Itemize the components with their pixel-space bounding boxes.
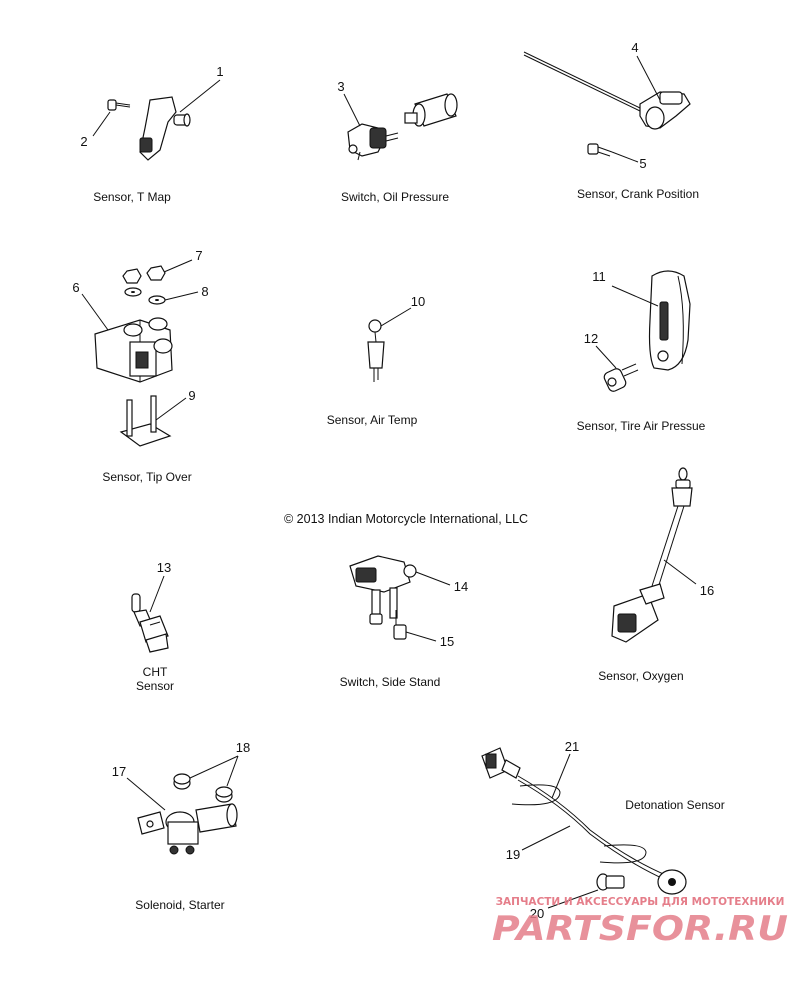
caption-tip-over: Sensor, Tip Over: [102, 470, 191, 484]
callout-14: 14: [454, 579, 468, 594]
caption-oxygen: Sensor, Oxygen: [598, 669, 683, 683]
tire-air-group: 11 12 Sensor, Tire Air Pressue: [577, 269, 706, 433]
caption-cht-line1: CHT: [143, 665, 168, 679]
starter-solenoid-part: [137, 803, 238, 855]
cht-sensor-group: 13 CHT Sensor: [131, 560, 174, 693]
callout-leader-8: [164, 291, 199, 301]
caption-t-map: Sensor, T Map: [93, 190, 171, 204]
callout-13: 13: [157, 560, 171, 575]
callout-leader-2: [92, 111, 111, 137]
callout-leader-3: [343, 93, 361, 127]
t-map-sensor-group: 1 2 Sensor, T Map: [80, 64, 223, 204]
callout-4: 4: [631, 40, 638, 55]
tip-over-group: 6 7 8 9 Sensor, Tip Over: [72, 248, 208, 484]
callout-leader-4: [636, 55, 661, 101]
callout-leader-16: [663, 559, 697, 585]
callout-5: 5: [639, 156, 646, 171]
callout-10: 10: [411, 294, 425, 309]
callout-19: 19: [506, 847, 520, 862]
callout-7: 7: [195, 248, 202, 263]
callout-leader-18a: [189, 755, 239, 779]
callout-16: 16: [700, 583, 714, 598]
callout-leader-12: [595, 345, 617, 369]
callout-leader-14: [415, 571, 451, 586]
side-stand-switch-part: [349, 555, 417, 619]
callout-3: 3: [337, 79, 344, 94]
t-map-screw-part: [107, 99, 131, 111]
callout-21: 21: [565, 739, 579, 754]
detonation-clip-part: [511, 784, 647, 864]
callout-1: 1: [216, 64, 223, 79]
callout-leader-15: [405, 631, 437, 642]
callout-leader-5: [611, 151, 639, 163]
callout-6: 6: [72, 280, 79, 295]
tire-air-sensor-part: [648, 270, 691, 371]
tire-air-valve-part: [603, 363, 639, 392]
t-map-sensor-part: [139, 96, 191, 161]
callout-9: 9: [188, 388, 195, 403]
detonation-sensor-part: [481, 747, 687, 895]
callout-leader-7: [163, 259, 193, 273]
callout-leader-21: [551, 753, 571, 799]
starter-solenoid-group: 17 18 Solenoid, Starter: [112, 740, 250, 912]
side-stand-bolt-part: [369, 610, 407, 640]
oil-pressure-switch-part: [347, 123, 399, 161]
callout-leader-10: [380, 307, 412, 327]
callout-leader-13: [149, 575, 165, 613]
caption-air-temp: Sensor, Air Temp: [327, 413, 418, 427]
callout-18: 18: [236, 740, 250, 755]
oil-pressure-switch-group: 3 Switch, Oil Pressure: [337, 79, 458, 204]
callout-8: 8: [201, 284, 208, 299]
watermark-brand: PARTSFOR.RU: [492, 909, 788, 949]
side-stand-group: 14 15 Switch, Side Stand: [340, 555, 468, 689]
copyright-notice: © 2013 Indian Motorcycle International, …: [284, 512, 528, 526]
caption-detonation: Detonation Sensor: [625, 798, 724, 812]
watermark-tagline: ЗАПЧАСТИ И АКСЕССУАРЫ ДЛЯ МОТОТЕХНИКИ: [496, 896, 785, 908]
detonation-bolt-part: [596, 873, 625, 891]
callout-leader-20: [547, 889, 599, 909]
oxygen-sensor-part: [611, 467, 693, 643]
callout-leader-19: [521, 825, 571, 851]
callout-20: 20: [530, 906, 544, 921]
callout-leader-11: [611, 285, 659, 307]
caption-tire-air: Sensor, Tire Air Pressue: [577, 419, 706, 433]
callout-leader-17: [126, 777, 166, 811]
callout-leader-18b: [226, 755, 239, 787]
crank-position-bolt-part: [587, 143, 613, 157]
oxygen-sensor-group: 16 Sensor, Oxygen: [598, 467, 714, 683]
tip-over-nut-part: [122, 265, 166, 284]
cht-sensor-part: [131, 593, 169, 653]
callout-leader-6: [81, 293, 109, 331]
detonation-sensor-group: 19 20 21 Detonation Sensor: [481, 739, 725, 921]
caption-solenoid: Solenoid, Starter: [135, 898, 224, 912]
callout-12: 12: [584, 331, 598, 346]
callout-leader-1: [179, 79, 221, 113]
callout-leader-9: [155, 397, 187, 421]
caption-side-stand: Switch, Side Stand: [340, 675, 441, 689]
watermark: ЗАПЧАСТИ И АКСЕССУАРЫ ДЛЯ МОТОТЕХНИКИ PA…: [492, 896, 788, 949]
crank-position-group: 4 5 Sensor, Crank Position: [523, 40, 699, 201]
callout-15: 15: [440, 634, 454, 649]
callout-2: 2: [80, 134, 87, 149]
oil-pressure-adapter-part: [404, 93, 458, 127]
caption-crank-position: Sensor, Crank Position: [577, 187, 699, 201]
tip-over-sensor-part: [94, 317, 173, 383]
air-temp-group: 10 Sensor, Air Temp: [327, 294, 425, 427]
callout-17: 17: [112, 764, 126, 779]
tip-over-washer-part: [124, 287, 166, 305]
tip-over-bracket-part: [119, 395, 172, 447]
starter-nut-part: [173, 773, 233, 803]
air-temp-sensor-part: [367, 319, 385, 382]
callout-11: 11: [592, 269, 606, 284]
crank-position-sensor-part: [523, 51, 691, 130]
caption-oil-pressure: Switch, Oil Pressure: [341, 190, 449, 204]
caption-cht-line2: Sensor: [136, 679, 174, 693]
